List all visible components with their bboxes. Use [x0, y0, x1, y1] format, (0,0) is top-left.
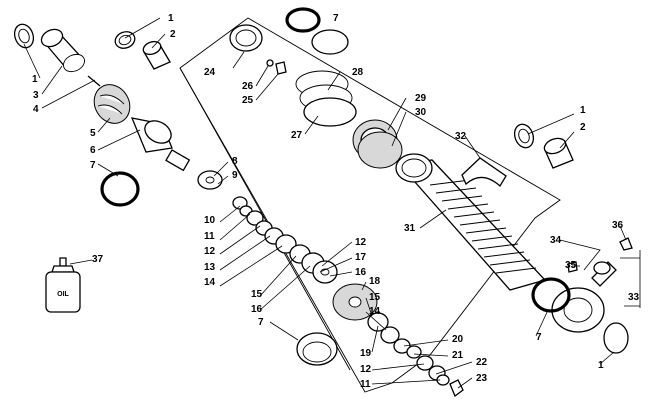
callout-12: 12	[360, 364, 372, 375]
callout-37: 37	[92, 254, 104, 265]
callout-7: 7	[258, 317, 264, 328]
callout-13: 13	[204, 262, 216, 273]
frame-edge	[179, 67, 351, 371]
lock-nut	[449, 379, 464, 398]
cup-seal-7	[296, 332, 338, 366]
seal-7-top	[311, 29, 349, 55]
callout-2: 2	[170, 29, 176, 40]
callout-7: 7	[90, 160, 96, 171]
callout-34: 34	[550, 235, 562, 246]
callout-3: 3	[33, 90, 39, 101]
callout-11: 11	[360, 379, 371, 390]
callout-27: 27	[291, 130, 303, 141]
callout-9: 9	[232, 170, 238, 181]
callout-25: 25	[242, 95, 254, 106]
o-ring-7-left	[100, 171, 140, 207]
piston-rod-eye	[130, 117, 191, 172]
spring-retainer-32	[461, 157, 507, 188]
adjuster-ring-29	[352, 119, 403, 169]
callout-26: 26	[242, 81, 254, 92]
callout-7: 7	[536, 332, 542, 343]
upper-left-bushing-1	[13, 23, 35, 49]
callout-7: 7	[333, 13, 339, 24]
callout-36: 36	[612, 220, 624, 231]
shaft-eye-and-bumper	[87, 75, 131, 124]
callout-24: 24	[204, 67, 216, 78]
callout-15: 15	[251, 289, 263, 300]
callout-18: 18	[369, 276, 381, 287]
spring-clip-28	[295, 70, 357, 127]
callout-6: 6	[90, 145, 96, 156]
callout-32: 32	[455, 131, 467, 142]
callout-28: 28	[352, 67, 364, 78]
assembly-frame	[179, 17, 561, 393]
callout-22: 22	[476, 357, 488, 368]
o-ring-7-right	[531, 277, 571, 313]
callout-1: 1	[32, 74, 38, 85]
o-ring-35	[567, 261, 578, 273]
callout-35: 35	[565, 260, 577, 271]
o-ring-top	[285, 7, 321, 33]
upper-right-bushing-a	[114, 31, 136, 49]
callout-5: 5	[90, 128, 96, 139]
callout-20: 20	[452, 334, 464, 345]
piston-valve	[332, 283, 411, 354]
callout-4: 4	[33, 104, 39, 115]
callout-33: 33	[628, 292, 640, 303]
shim-stack	[197, 170, 338, 284]
callout-2: 2	[580, 122, 586, 133]
callout-31: 31	[404, 223, 416, 234]
leader-lines	[23, 17, 641, 389]
callout-1: 1	[580, 105, 586, 116]
callout-21: 21	[452, 350, 464, 361]
callout-12: 12	[204, 246, 216, 257]
right-bushing-1	[513, 123, 535, 149]
reservoir-cap	[229, 24, 263, 52]
callout-1: 1	[598, 360, 604, 371]
right-spacer-2	[543, 137, 574, 169]
oil-bottle-37: OIL	[45, 257, 81, 313]
callout-29: 29	[415, 93, 427, 104]
valve-core-26	[266, 59, 287, 75]
callout-labels: 1 2 1 3 4 5 6 7 7 24 26 25 28 27 29 30 3…	[32, 13, 640, 390]
callout-1: 1	[168, 13, 174, 24]
callout-8: 8	[232, 156, 238, 167]
reservoir-end-cap	[551, 261, 617, 333]
callout-10: 10	[204, 215, 216, 226]
callout-11: 11	[204, 231, 215, 242]
upper-left-sleeve	[40, 28, 85, 73]
callout-19: 19	[360, 348, 372, 359]
callout-15: 15	[369, 292, 381, 303]
callout-14: 14	[204, 277, 216, 288]
oil-label: OIL	[57, 291, 69, 298]
callout-30: 30	[415, 107, 427, 118]
callout-12: 12	[355, 237, 367, 248]
callout-16: 16	[355, 267, 367, 278]
bottom-bushing-1	[603, 322, 629, 354]
callout-17: 17	[355, 252, 367, 263]
callout-23: 23	[476, 373, 488, 384]
callout-14: 14	[369, 306, 381, 317]
callout-16: 16	[251, 304, 263, 315]
